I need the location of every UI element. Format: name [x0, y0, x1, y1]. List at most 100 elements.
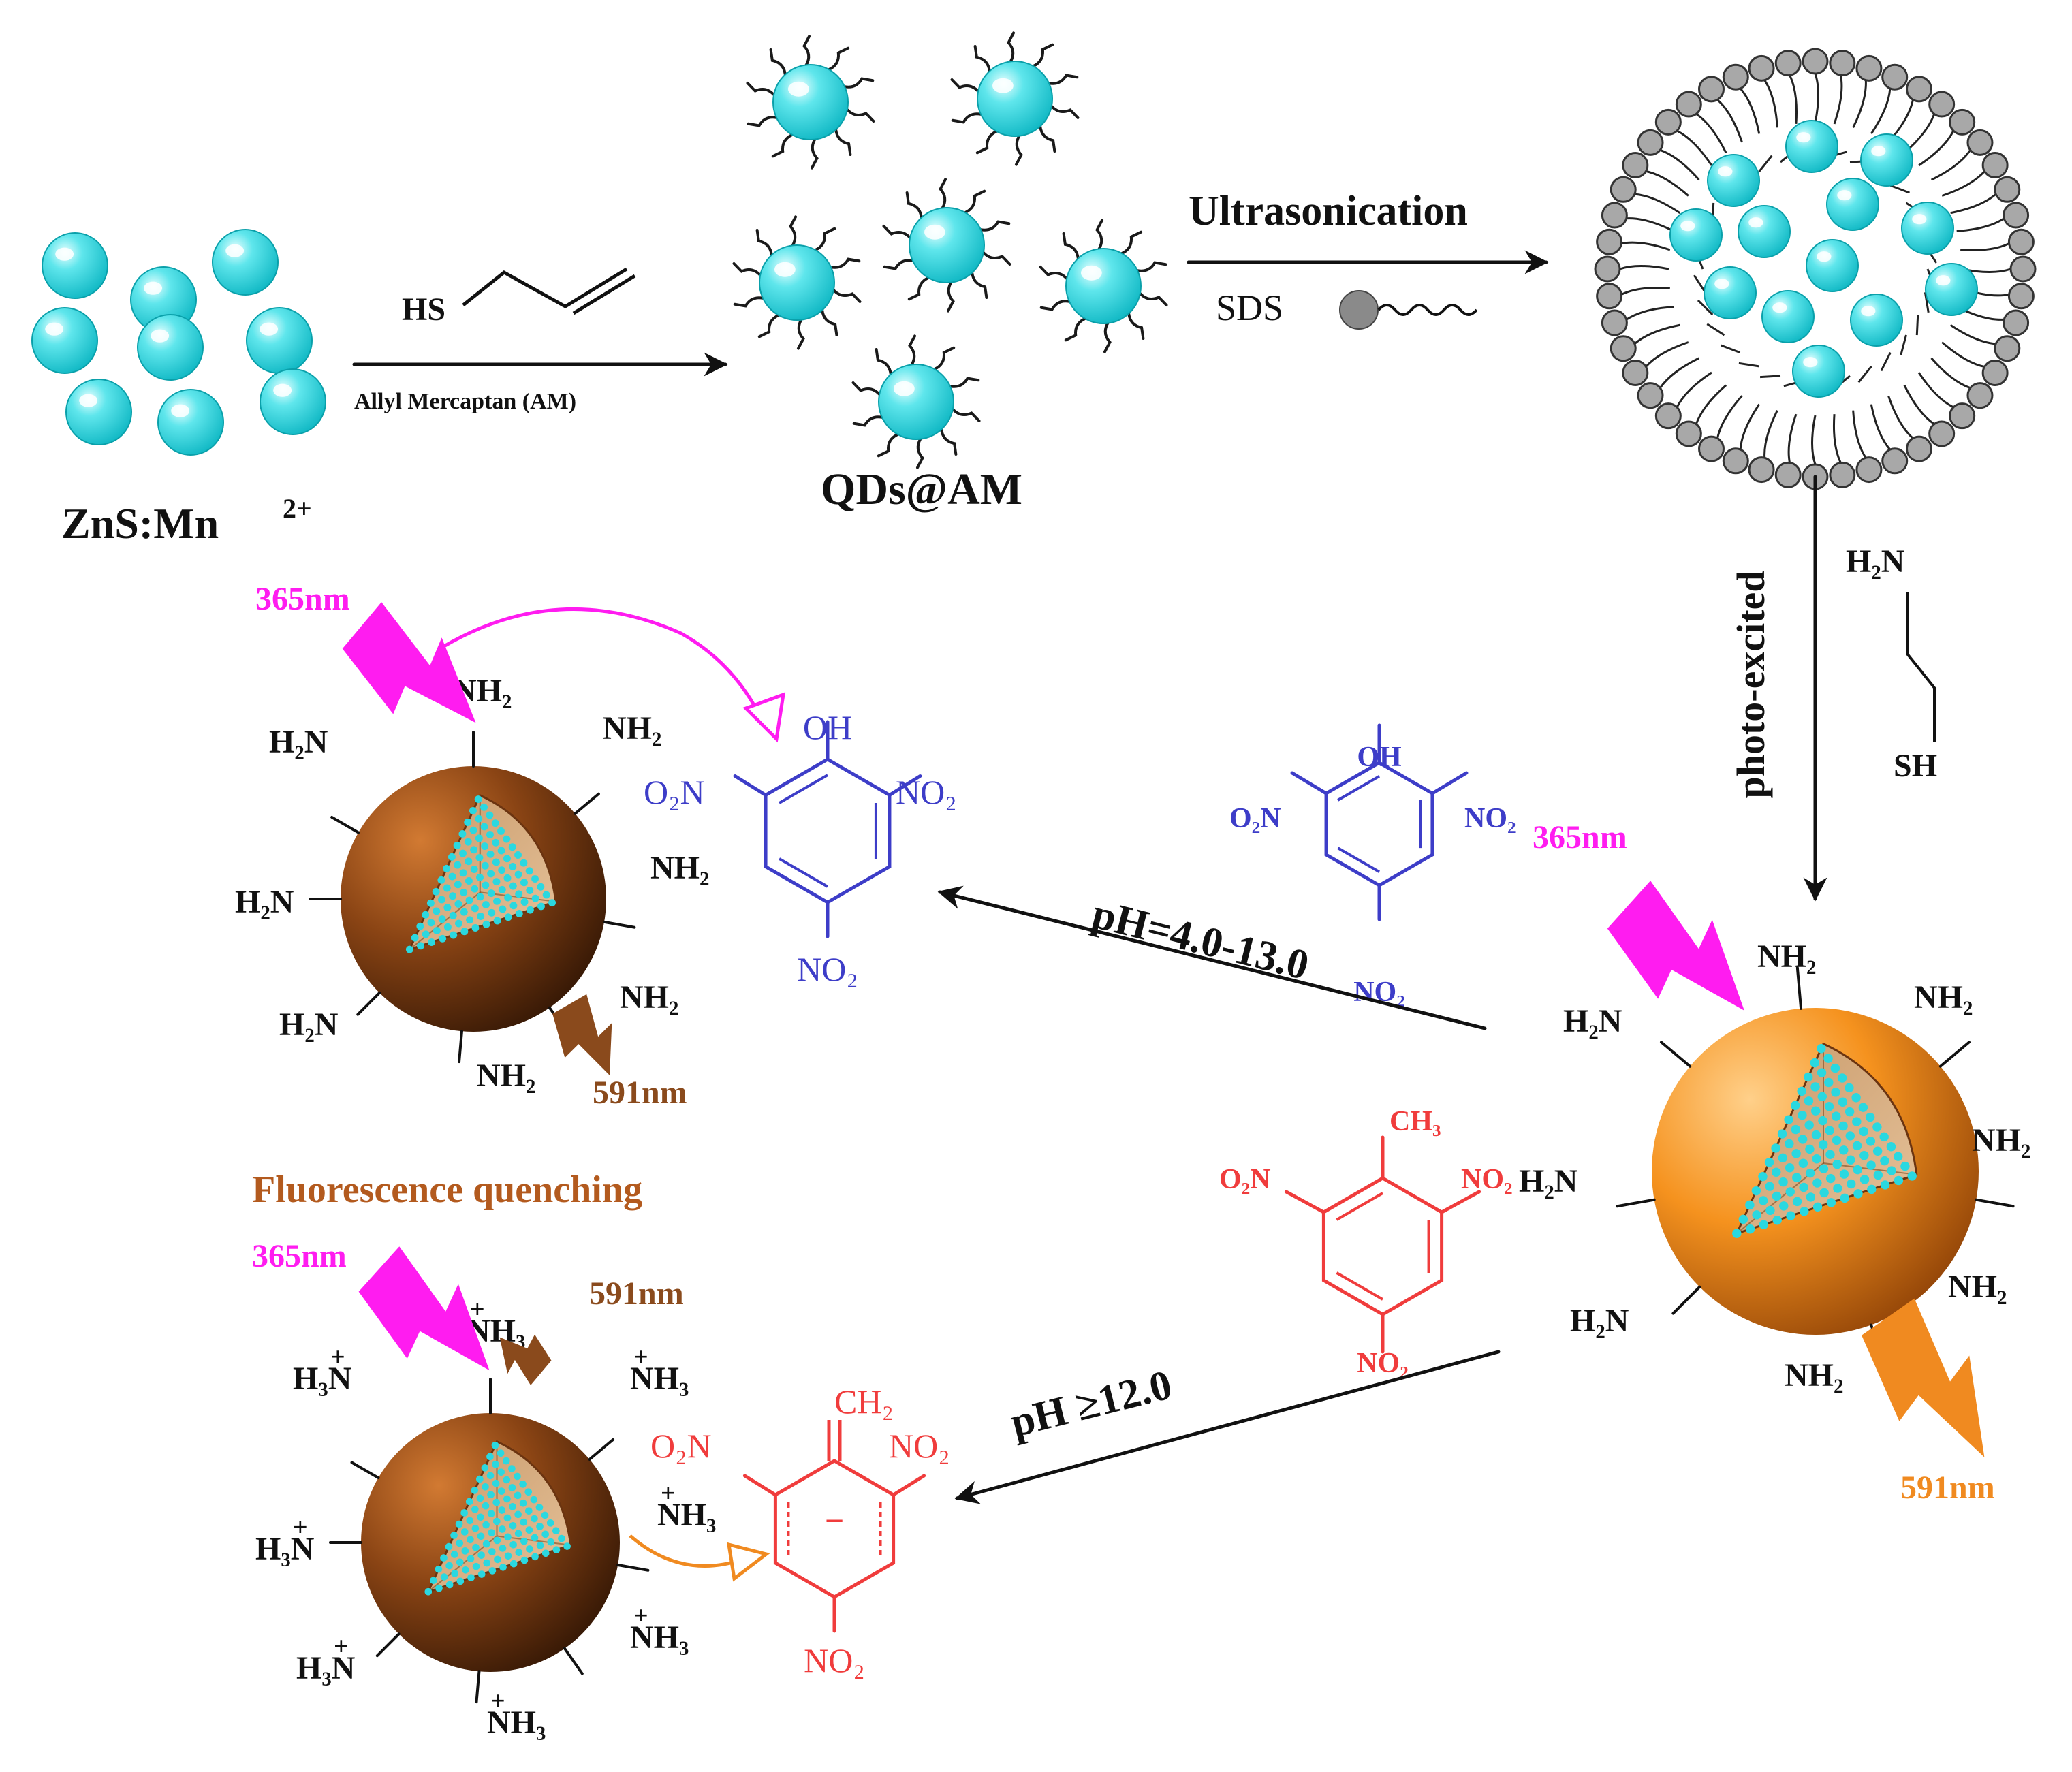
embedded-dot	[471, 904, 479, 913]
energy-transfer-arrow	[441, 607, 765, 723]
embedded-qd-dots	[405, 795, 556, 953]
ring-double-bonds	[1336, 1192, 1430, 1301]
embedded-dot	[449, 892, 457, 900]
embedded-dot	[488, 1567, 497, 1575]
embedded-dot	[1847, 1179, 1856, 1189]
ch2-label: CH₂	[834, 1382, 894, 1421]
embedded-dot	[465, 1498, 473, 1506]
quenched-nanoparticle-tnt: NH₃+NH₃+NH₃+NH₃+NH₃+H₃N+H₃N+H₃N+365nm591…	[252, 1238, 770, 1741]
embedded-dot	[1851, 1093, 1861, 1103]
embedded-dot	[519, 1480, 527, 1488]
sds-head	[1748, 54, 1775, 82]
embedded-dot	[1765, 1182, 1774, 1191]
embedded-dot	[1840, 1193, 1849, 1203]
ligand-tail	[1759, 375, 1781, 379]
o2n-label: O₂N	[650, 1427, 712, 1465]
am-ligand	[964, 189, 986, 215]
embedded-dot	[503, 1495, 511, 1503]
qd-core	[878, 364, 954, 440]
embedded-dot	[471, 1487, 479, 1494]
micelle-qd	[1738, 205, 1791, 258]
zns-qd	[65, 379, 132, 445]
embedded-dot	[1732, 1229, 1742, 1238]
capped-quantum-dot	[746, 35, 875, 170]
ph-range-label: pH=4.0-13.0	[1088, 891, 1313, 990]
embedded-dot	[487, 1491, 495, 1499]
embedded-dot	[476, 893, 484, 901]
qd-highlight	[924, 224, 945, 240]
embedded-dot	[486, 831, 494, 839]
embedded-dot	[465, 877, 473, 885]
am-ligand	[979, 220, 1011, 232]
capped-quantum-dot	[882, 178, 1011, 313]
embedded-dot	[541, 1549, 550, 1557]
am-ligand	[834, 128, 852, 156]
o2n-label: O₂N	[1219, 1164, 1271, 1195]
wavelength-591-label: 591nm	[1900, 1470, 1995, 1506]
nh3-label: NH₃	[487, 1705, 546, 1741]
embedded-dot	[487, 889, 495, 898]
embedded-dot	[483, 1559, 491, 1567]
weak-emission-bolt	[499, 1334, 552, 1385]
benzene-ring	[1324, 761, 1434, 887]
sds-head	[1906, 76, 1932, 103]
embedded-dot	[488, 1529, 496, 1536]
wavelength-591-label: 591nm	[593, 1075, 687, 1111]
embedded-dot	[531, 1553, 539, 1561]
embedded-dot	[1758, 1171, 1768, 1182]
qd-sphere	[909, 207, 985, 283]
qd-core	[759, 244, 835, 321]
embedded-dot	[488, 908, 496, 917]
qd-core	[772, 64, 849, 140]
embedded-dot	[520, 879, 528, 887]
qd-highlight	[144, 281, 163, 295]
embedded-dot	[1853, 1189, 1863, 1199]
excitation-bolt	[342, 602, 476, 723]
plus-charge: +	[633, 1343, 648, 1372]
embedded-dot	[1824, 1077, 1834, 1088]
qd-highlight	[992, 78, 1014, 93]
sds-tail	[1695, 384, 1727, 425]
qd-highlight	[79, 394, 98, 407]
embedded-dot	[482, 1483, 489, 1491]
nh2-label: NH₂	[1757, 938, 1816, 975]
embedded-dot	[537, 902, 545, 911]
embedded-dot	[424, 1587, 433, 1596]
embedded-dot	[504, 1552, 512, 1560]
qd-highlight	[1912, 214, 1927, 225]
embedded-dot	[1823, 1054, 1833, 1063]
micelle-qd	[1850, 294, 1903, 347]
embedded-dot	[1778, 1153, 1788, 1163]
embedded-dot	[1867, 1184, 1877, 1194]
sds-tail	[1918, 130, 1955, 167]
embedded-dot	[524, 1488, 533, 1496]
embedded-dot	[1785, 1187, 1795, 1197]
embedded-dot	[509, 1540, 517, 1549]
am-ligand	[971, 271, 988, 299]
embedded-dot	[526, 887, 534, 894]
am-ligand	[1039, 125, 1056, 153]
allyl-structure	[462, 267, 636, 315]
qd-sphere	[1761, 290, 1815, 343]
ligand-tail	[1880, 351, 1892, 372]
wavelength-365-label: 365nm	[252, 1238, 347, 1274]
bolt-shape	[1862, 1298, 1985, 1457]
embedded-dot	[430, 1577, 437, 1584]
nh2-label: NH₂	[1972, 1122, 2030, 1158]
sds-head	[1928, 91, 1956, 118]
embedded-dot	[435, 1584, 443, 1592]
embedded-dot	[1817, 1044, 1826, 1054]
embedded-dot	[464, 838, 472, 846]
embedded-dot	[1846, 1155, 1855, 1165]
am-ligand	[814, 227, 836, 252]
sds-head	[1881, 447, 1909, 475]
embedded-dot	[548, 899, 556, 907]
dark-nanoparticle	[361, 1413, 620, 1672]
sds-micelle	[1594, 48, 2037, 490]
embedded-dot	[460, 908, 468, 916]
embedded-dot	[443, 923, 452, 931]
embedded-dot	[1838, 1097, 1848, 1107]
embedded-dot	[437, 876, 445, 884]
embedded-dot	[486, 850, 495, 858]
